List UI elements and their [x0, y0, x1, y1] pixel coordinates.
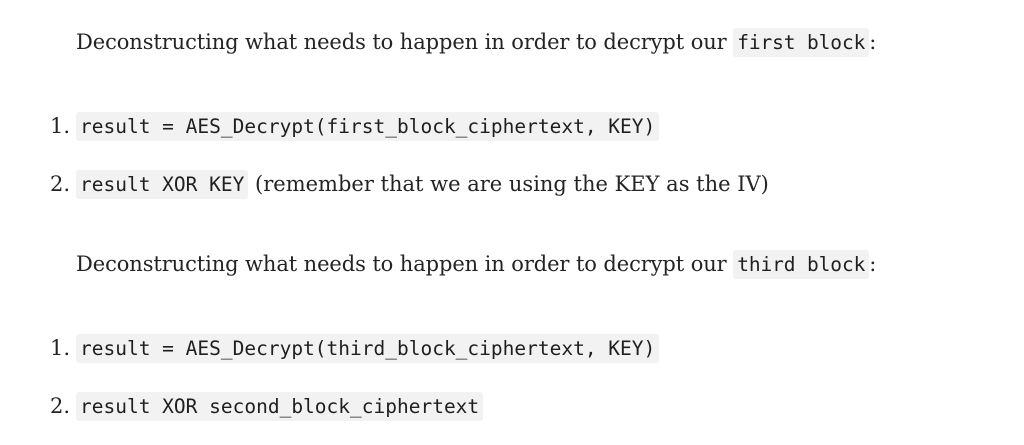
list-number: 2.	[49, 172, 70, 196]
list-number: 1.	[49, 114, 70, 138]
list-item-text: (remember that we are using the KEY as t…	[248, 172, 769, 196]
list-item-content: result = AES_Decrypt(first_block_ciphert…	[76, 111, 660, 142]
intro-suffix: :	[869, 30, 877, 54]
inline-code: third block	[733, 250, 870, 279]
inline-code: result XOR KEY	[76, 170, 249, 199]
list-number: 2.	[49, 394, 70, 418]
inline-code: result = AES_Decrypt(third_block_ciphert…	[76, 334, 660, 363]
intro-suffix: :	[869, 252, 877, 276]
list-number: 1.	[49, 336, 70, 360]
inline-code: result XOR second_block_ciphertext	[76, 392, 484, 421]
list-item-content: result = AES_Decrypt(third_block_ciphert…	[76, 333, 660, 364]
list-item-content: result XOR KEY (remember that we are usi…	[76, 169, 769, 200]
intro-text: Deconstructing what needs to happen in o…	[76, 30, 727, 54]
first-block-intro-paragraph: Deconstructing what needs to happen in o…	[76, 27, 876, 58]
list-item-content: result XOR second_block_ciphertext	[76, 391, 484, 422]
inline-code: result = AES_Decrypt(first_block_ciphert…	[76, 112, 660, 141]
third-block-intro-paragraph: Deconstructing what needs to happen in o…	[76, 249, 876, 280]
intro-text: Deconstructing what needs to happen in o…	[76, 252, 727, 276]
inline-code: first block	[733, 28, 870, 57]
